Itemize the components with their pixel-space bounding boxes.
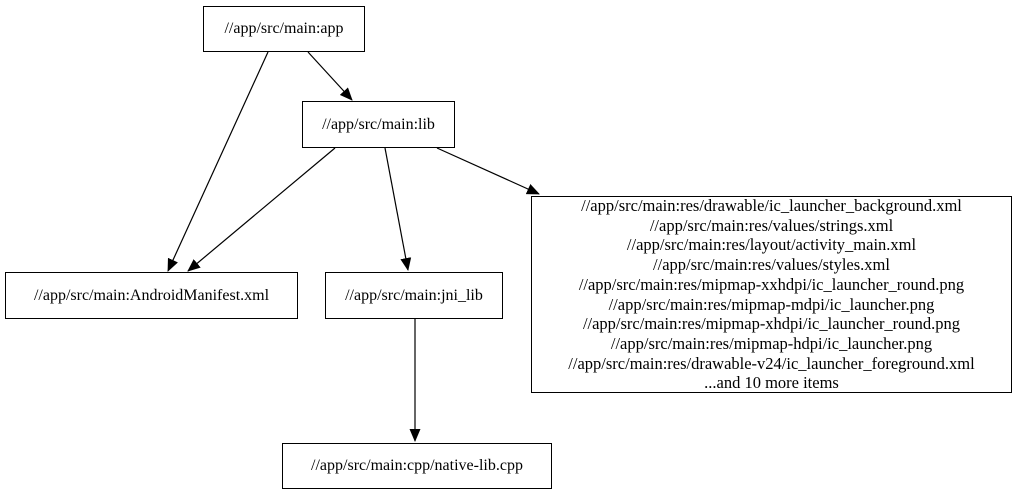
node-resources-file-group: //app/src/main:res/drawable/ic_launcher_… xyxy=(531,196,1012,393)
node-jni-lib-label: //app/src/main:jni_lib xyxy=(345,286,483,304)
resource-more-items-label: ...and 10 more items xyxy=(704,373,839,393)
node-native-lib-cpp-label: //app/src/main:cpp/native-lib.cpp xyxy=(311,457,523,474)
resource-file-label: //app/src/main:res/values/styles.xml xyxy=(653,255,890,275)
edge-app-to-lib xyxy=(307,51,353,101)
node-android-manifest: //app/src/main:AndroidManifest.xml xyxy=(5,272,298,319)
node-app: //app/src/main:app xyxy=(203,6,365,52)
resource-file-label: //app/src/main:res/drawable/ic_launcher_… xyxy=(581,195,962,215)
node-native-lib-cpp: //app/src/main:cpp/native-lib.cpp xyxy=(282,443,552,489)
node-android-manifest-label: //app/src/main:AndroidManifest.xml xyxy=(33,286,270,304)
node-lib-label: //app/src/main:lib xyxy=(322,115,435,133)
node-lib: //app/src/main:lib xyxy=(302,101,455,148)
node-app-label: //app/src/main:app xyxy=(224,20,344,37)
resource-file-label: //app/src/main:res/mipmap-xxhdpi/ic_laun… xyxy=(578,274,965,294)
resource-file-label: //app/src/main:res/layout/activity_main.… xyxy=(626,235,917,255)
resource-file-label: //app/src/main:res/mipmap-xhdpi/ic_launc… xyxy=(582,314,961,334)
edge-lib-to-resources xyxy=(436,147,540,195)
node-jni-lib: //app/src/main:jni_lib xyxy=(325,272,503,319)
edge-app-to-android-manifest xyxy=(167,51,269,272)
edge-lib-to-android-manifest xyxy=(187,147,336,272)
resource-file-label: //app/src/main:res/values/strings.xml xyxy=(649,215,894,235)
resource-file-label: //app/src/main:res/mipmap-mdpi/ic_launch… xyxy=(608,294,935,314)
resource-file-label: //app/src/main:res/mipmap-hdpi/ic_launch… xyxy=(610,333,933,353)
edge-lib-to-jni-lib xyxy=(384,147,412,271)
resource-file-label: //app/src/main:res/drawable-v24/ic_launc… xyxy=(568,353,975,373)
